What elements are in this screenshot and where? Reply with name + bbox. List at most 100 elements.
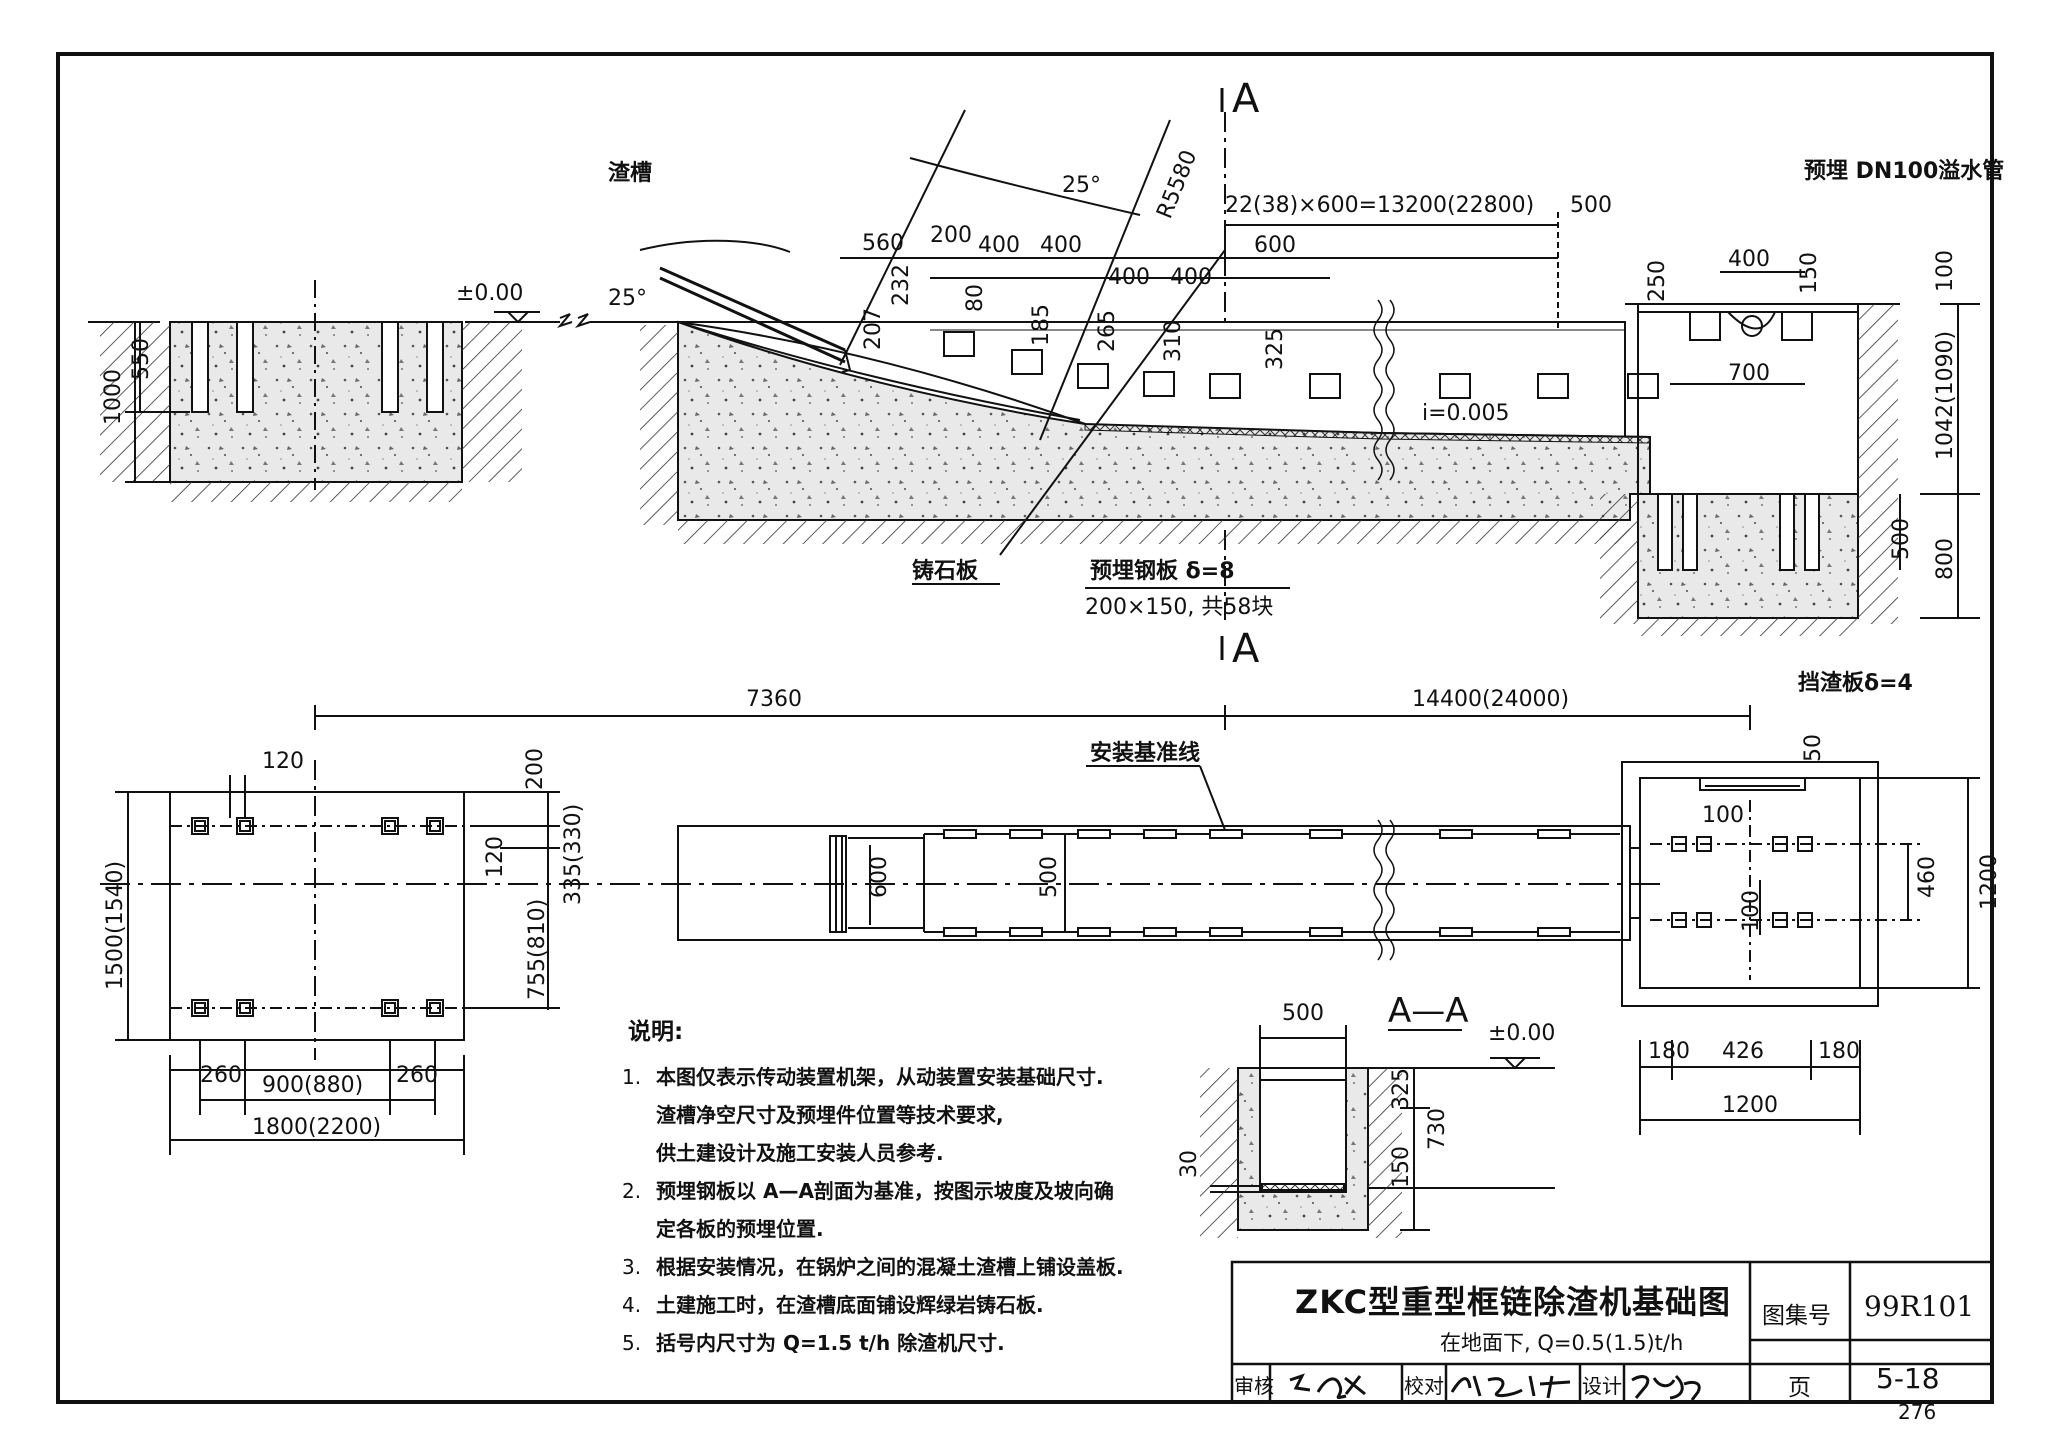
dim-label: 265 <box>1095 310 1120 352</box>
note-item: 2.预埋钢板以 A—A剖面为基准，按图示坡度及坡向确 <box>618 1172 1178 1210</box>
section-ground-level: ±0.00 <box>1488 1021 1555 1046</box>
note-number: 3. <box>622 1255 642 1279</box>
plan-view <box>100 705 1980 1155</box>
section-dim-730: 730 <box>1425 1108 1450 1150</box>
note-text: 土建施工时，在渣槽底面铺设辉绿岩铸石板. <box>656 1293 1044 1317</box>
dim-label: 207 <box>861 308 886 350</box>
dim-600-plan: 600 <box>867 856 892 898</box>
dim-label: 335(330) <box>561 804 586 905</box>
review-label: 审核 <box>1234 1374 1274 1398</box>
dim-label: 900(880) <box>262 1073 363 1098</box>
slope-label: i=0.005 <box>1422 401 1510 426</box>
dim-label: 1200 <box>1977 854 2002 910</box>
dim-500-top: 500 <box>1570 193 1612 218</box>
note-item: 3. 根据安装情况，在锅炉之间的混凝土渣槽上铺设盖板. <box>618 1248 1178 1286</box>
elevation-view <box>88 109 1980 636</box>
dim-label: 100 <box>1933 250 1958 292</box>
dim-label: 180 <box>1648 1039 1690 1064</box>
anchor-bolt-holes-left <box>191 817 444 1017</box>
note-number: 4. <box>622 1293 642 1317</box>
dim-label: 200 <box>930 223 972 248</box>
note-number: 5. <box>622 1331 642 1355</box>
radius-label: R5580 <box>1152 147 1202 222</box>
dim-500-plan: 500 <box>1037 856 1062 898</box>
note-number: 2. <box>622 1179 642 1203</box>
note-text: 定各板的预埋位置. <box>656 1217 824 1241</box>
plan-right-dimensions: 50 100 100 460 1200 180 426 180 1200 <box>1648 734 2002 1118</box>
outer-border <box>56 52 1994 1404</box>
note-text: 渣槽净空尺寸及预埋件位置等技术要求, <box>656 1103 1004 1127</box>
note-item: 4. 土建施工时，在渣槽底面铺设辉绿岩铸石板. <box>618 1286 1178 1324</box>
section-title: A—A <box>1388 991 1469 1031</box>
slag-channel-elevation <box>590 109 1659 620</box>
dim-14400: 14400(24000) <box>1412 687 1569 712</box>
dim-label: 755(810) <box>525 899 550 1000</box>
note-text: 本图仅表示传动装置机架，从动装置安装基础尺寸. <box>656 1065 1104 1089</box>
section-dim-500: 500 <box>1282 1001 1324 1026</box>
embedded-plates-plan <box>943 829 1571 937</box>
design-label: 设计 <box>1582 1374 1622 1398</box>
notes-list: 1. 本图仅表示传动装置机架，从动装置安装基础尺寸. 渣槽净空尺寸及预埋件位置等技… <box>618 1058 1178 1362</box>
note-item: 1. 本图仅表示传动装置机架，从动装置安装基础尺寸. <box>618 1058 1178 1096</box>
note-item: 5. 括号内尺寸为 Q=1.5 t/h 除渣机尺寸. <box>618 1324 1178 1362</box>
section-a-a <box>1200 1025 1555 1238</box>
section-dim-325: 325 <box>1389 1068 1414 1110</box>
drawing-subtitle: 在地面下, Q=0.5(1.5)t/h <box>1440 1331 1684 1355</box>
dim-label: 150 <box>1797 252 1822 294</box>
dim-label: 460 <box>1915 856 1940 898</box>
dim-label: 80 <box>963 284 988 312</box>
tail-pit-elevation <box>1600 271 1980 636</box>
dim-label: 180 <box>1818 1039 1860 1064</box>
dim-label: 232 <box>889 264 914 306</box>
section-mark-bottom: A <box>1232 626 1260 672</box>
dim-label: 560 <box>862 231 904 256</box>
plan-left-dimensions: 120 200 120 335(330) 755(810) 1500(1540)… <box>103 748 586 1140</box>
dim-label: 400 <box>1170 265 1212 290</box>
atlas-number-label: 图集号 <box>1762 1303 1831 1329</box>
dim-label: 310 <box>1161 320 1186 362</box>
angle-top-label: 25° <box>1062 173 1101 198</box>
dim-label: 120 <box>262 749 304 774</box>
dim-label: 1800(2200) <box>252 1115 381 1140</box>
dim-label: 550 <box>129 338 154 380</box>
dim-label: 100 <box>1702 803 1744 828</box>
dim-label: 185 <box>1029 304 1054 346</box>
angle-left-label: 25° <box>608 286 647 311</box>
overflow-pipe-label: 预埋 DN100溢水管 <box>1804 158 2004 184</box>
dim-label: 800 <box>1933 538 1958 580</box>
page-number: 276 <box>1898 1400 1937 1424</box>
dim-label: 426 <box>1722 1039 1764 1064</box>
dim-label: 400 <box>1040 233 1082 258</box>
dim-label: 1042(1090) <box>1933 331 1958 460</box>
dim-label: 700 <box>1728 361 1770 386</box>
dim-label: 1000 <box>101 369 126 425</box>
plate-spec-label: 预埋钢板 δ=8 <box>1090 558 1235 584</box>
dim-label: 1500(1540) <box>103 861 128 990</box>
drawing-title: ZKC型重型框链除渣机基础图 <box>1295 1283 1732 1321</box>
baffle-label: 挡渣板δ=4 <box>1798 670 1913 696</box>
dim-label: 100 <box>1739 890 1764 932</box>
dim-label: 325 <box>1263 328 1288 370</box>
slag-channel-plan <box>677 819 1640 961</box>
tail-pit-plan <box>1621 761 1980 1135</box>
section-mark-top: A <box>1232 76 1260 122</box>
dim-label: 200 <box>523 748 548 790</box>
dim-7360: 7360 <box>746 687 802 712</box>
section-dim-30: 30 <box>1177 1150 1202 1178</box>
note-text: 根据安装情况，在锅炉之间的混凝土渣槽上铺设盖板. <box>656 1255 1124 1279</box>
note-number: 1. <box>622 1065 642 1089</box>
note-text: 括号内尺寸为 Q=1.5 t/h 除渣机尺寸. <box>656 1331 1005 1355</box>
dim-label: 400 <box>1108 265 1150 290</box>
pitch-label: 22(38)×600=13200(22800) <box>1225 193 1534 218</box>
dim-label: 250 <box>1645 260 1670 302</box>
dim-label: 400 <box>978 233 1020 258</box>
dim-label: 400 <box>1728 247 1770 272</box>
dim-label: 260 <box>200 1063 242 1088</box>
check-label: 校对 <box>1404 1374 1444 1398</box>
dim-label: 50 <box>1801 734 1826 762</box>
dim-label: 600 <box>1254 233 1296 258</box>
cast-stone-label: 铸石板 <box>912 558 979 584</box>
baseline-label: 安装基准线 <box>1090 740 1200 766</box>
note-text: 供土建设计及施工安装人员参考. <box>656 1141 944 1165</box>
